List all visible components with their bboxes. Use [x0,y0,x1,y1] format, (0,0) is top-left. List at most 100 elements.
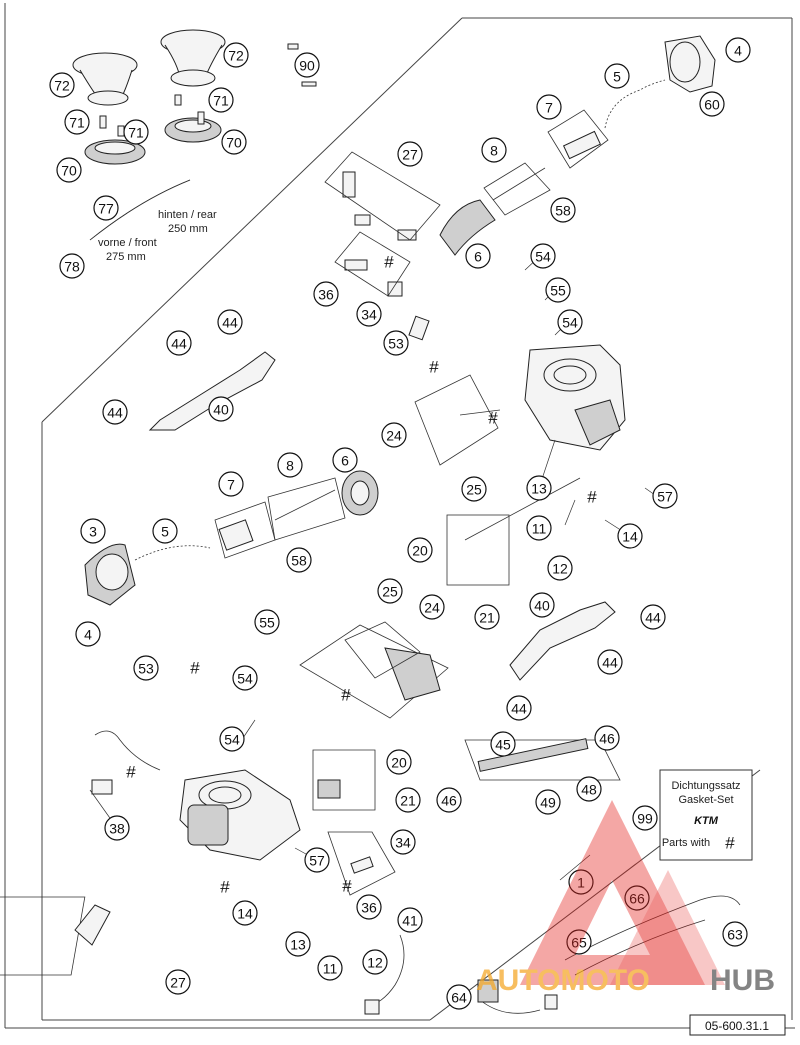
callout-1: 1 [568,869,594,895]
callout-number: 41 [402,913,418,929]
callout-number: 24 [424,600,440,616]
gasket-title-de: Dichtungssatz [671,780,740,792]
callout-circle [356,894,382,920]
callout-number: 25 [382,584,398,600]
callout-number: 36 [361,900,377,916]
hash-mark: # [429,358,439,377]
front-label: vorne / front [98,237,157,249]
callout-number: 1 [577,875,585,891]
parts-with-hash: # [725,834,735,853]
callout-57: 57 [652,483,678,509]
callout-40: 40 [208,396,234,422]
callout-99: 99 [632,805,658,831]
callout-number: 63 [727,927,743,943]
callout-circle [535,789,561,815]
callout-54: 54 [530,243,556,269]
rear-label: hinten / rear [158,209,217,221]
callout-36: 36 [313,281,339,307]
callout-circle [640,604,666,630]
callout-number: 4 [734,43,742,59]
callout-number: 71 [213,93,229,109]
callout-circle [133,655,159,681]
callout-circle [304,847,330,873]
callout-circle [317,955,343,981]
throttle-linkage-upper [148,351,276,431]
callout-number: 44 [511,701,527,717]
callout-circle [332,447,358,473]
callout-number: 34 [361,307,377,323]
callout-55: 55 [254,609,280,635]
hash-mark: # [587,488,597,507]
callout-number: 72 [228,48,244,64]
callout-14: 14 [232,900,258,926]
watermark-hub: HUB [710,964,775,997]
callout-90: 90 [294,52,320,78]
frame-lines [4,3,795,1029]
callout-circle [530,243,556,269]
callout-circle [219,726,245,752]
callout-circle [419,594,445,620]
callout-25: 25 [377,578,403,604]
callout-circle [699,91,725,117]
callout-number: 53 [138,661,154,677]
diagram-code: 05-600.31.1 [705,1019,769,1033]
callout-3: 3 [80,518,106,544]
callout-number: 21 [400,793,416,809]
callout-20: 20 [407,537,433,563]
callout-number: 24 [386,428,402,444]
watermark-auto-moto: AUTOMOTO [476,964,650,997]
callout-number: 6 [474,249,482,265]
callout-4: 4 [75,621,101,647]
callout-circle [232,900,258,926]
callout-4: 4 [725,37,751,63]
breather-tube-inner [89,179,191,241]
parts-with-label: Parts with [662,837,710,849]
lower-carburettor-top [84,470,379,606]
hash-mark: # [126,763,136,782]
callout-54: 54 [219,726,245,752]
callout-54: 54 [557,309,583,335]
callout-number: 49 [540,795,556,811]
callout-number: 60 [704,97,720,113]
callout-circle [221,129,247,155]
callout-circle [59,253,85,279]
callout-number: 46 [599,731,615,747]
callout-circle [208,87,234,113]
callout-circle [166,330,192,356]
callout-41: 41 [397,907,423,933]
callout-circle [381,422,407,448]
callout-number: 58 [291,553,307,569]
callout-38: 38 [104,815,130,841]
callout-number: 90 [299,58,315,74]
callout-number: 44 [602,655,618,671]
callout-44: 44 [217,309,243,335]
callout-44: 44 [640,604,666,630]
callout-number: 71 [128,125,144,141]
callout-number: 70 [61,163,77,179]
callout-number: 57 [657,489,673,505]
callout-6: 6 [332,447,358,473]
front-length: 275 mm [106,251,146,263]
callout-number: 40 [213,402,229,418]
callout-circle [576,776,602,802]
callout-5: 5 [604,63,630,89]
callout-number: 3 [89,524,97,540]
callout-60: 60 [699,91,725,117]
callout-34: 34 [390,829,416,855]
callout-12: 12 [362,949,388,975]
callout-number: 4 [84,627,92,643]
callout-circle [536,94,562,120]
callout-21: 21 [474,604,500,630]
callout-number: 11 [532,521,547,537]
callout-13: 13 [285,931,311,957]
callout-circle [725,37,751,63]
air-funnels [72,29,226,165]
callout-number: 54 [237,671,253,687]
callout-circle [604,63,630,89]
callout-44: 44 [597,649,623,675]
callout-7: 7 [218,471,244,497]
callout-circle [566,929,592,955]
callout-circle [80,518,106,544]
